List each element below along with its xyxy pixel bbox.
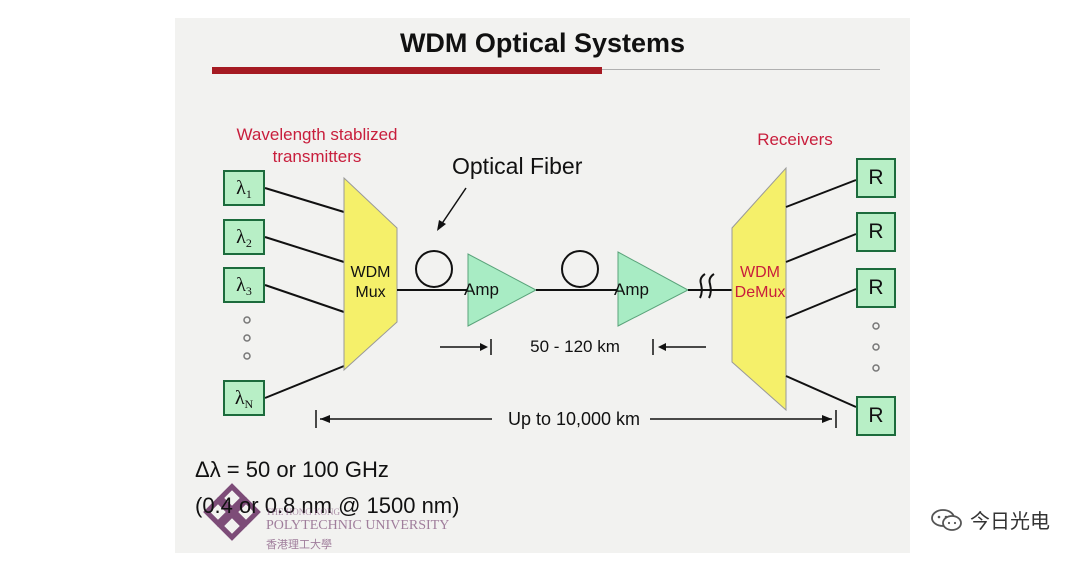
receiver-3: R [856, 268, 896, 308]
rx-ellipsis-dot [872, 343, 880, 351]
optical-fiber-label: Optical Fiber [452, 153, 583, 179]
mux-shape [343, 176, 398, 372]
fiber-coil-1 [415, 250, 453, 288]
polyu-logo-icon [203, 483, 261, 541]
fiber-break-mark [699, 273, 706, 299]
receiver-n: R [856, 396, 896, 436]
amp-2 [617, 251, 690, 327]
amp-1 [467, 253, 538, 327]
amp-1-label: Amp [464, 280, 499, 299]
slide-background [175, 18, 910, 553]
span-distance-label: 50 - 120 km [530, 337, 620, 356]
txn-link [264, 365, 345, 399]
tx-ellipsis-dot [243, 352, 251, 360]
receiver-2: R [856, 212, 896, 252]
span-arrowhead-right [658, 343, 666, 351]
slide-title: WDM Optical Systems [399, 28, 686, 58]
mux-label: WDM Mux [350, 264, 391, 301]
rx-ellipsis-dot [872, 322, 880, 330]
rx3-link [785, 288, 857, 319]
total-distance-label: Up to 10,000 km [507, 409, 641, 429]
channel-spacing-frequency: Δλ = 50 or 100 GHz [195, 457, 389, 482]
wechat-icon [931, 508, 962, 531]
tx2-link [264, 236, 345, 263]
rx2-link [785, 233, 857, 263]
optical-fiber-pointer [440, 187, 467, 226]
transmitters-label: Wavelength stablized transmitters [236, 125, 398, 166]
tx-ellipsis-dot [243, 316, 251, 324]
span-arrowhead-left [480, 343, 488, 351]
watermark-text: 今日光电 [970, 511, 1050, 533]
receivers-label: Receivers [757, 130, 833, 149]
demux-label: WDM DeMux [734, 264, 786, 301]
logo-line-2: POLYTECHNIC UNIVERSITY [266, 518, 450, 533]
rx-ellipsis-dot [872, 364, 880, 372]
title-underline-rule [602, 69, 880, 70]
total-arrowhead-left [320, 415, 330, 423]
logo-line-3: 香港理工大學 [266, 539, 332, 551]
rxn-link [785, 375, 857, 408]
total-arrowhead-right [822, 415, 832, 423]
channel-spacing-wavelength: (0.4 or 0.8 nm @ 1500 nm) [195, 493, 460, 518]
tx-ellipsis-dot [243, 334, 251, 342]
title-underline-bar [212, 67, 602, 74]
fiber-coil-2 [561, 250, 599, 288]
rx1-link [785, 179, 857, 208]
tx3-link [264, 284, 345, 313]
receiver-1: R [856, 158, 896, 198]
fiber-break-mark [708, 273, 715, 299]
watermark: 今日光电 [930, 505, 1050, 534]
demux-shape [731, 166, 787, 412]
amp-2-label: Amp [614, 280, 649, 299]
optical-fiber-arrowhead [437, 220, 446, 231]
tx1-link [264, 187, 345, 213]
logo-line-1: THE HONG KONG [266, 507, 340, 517]
